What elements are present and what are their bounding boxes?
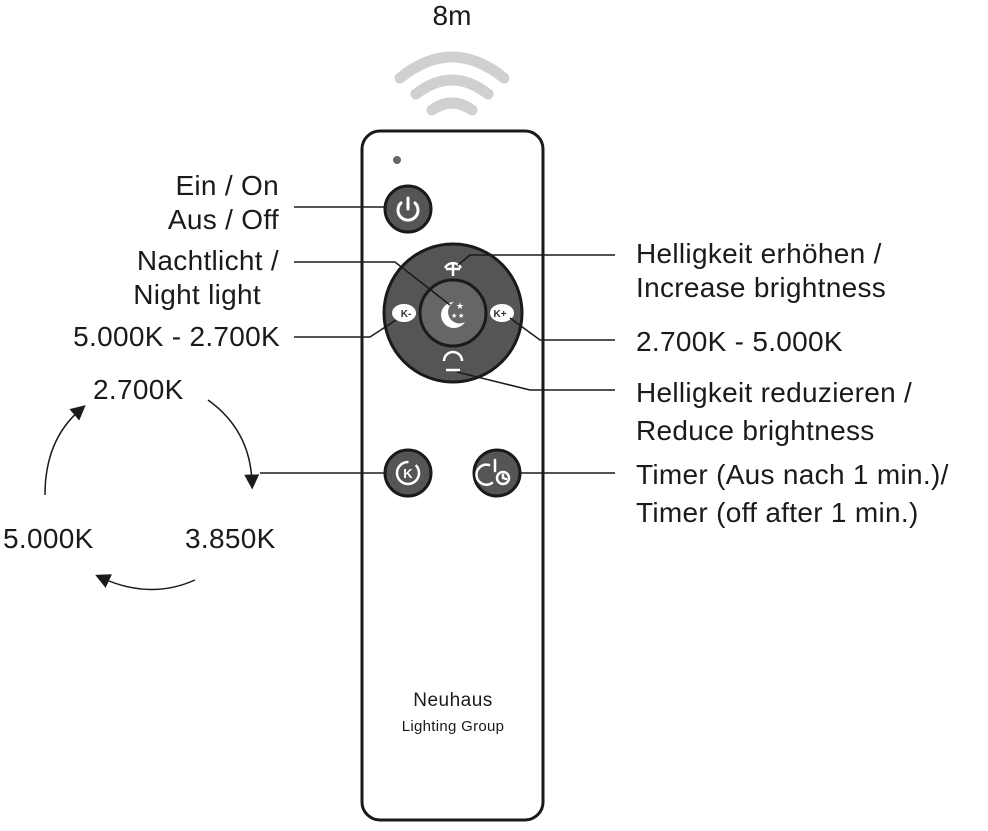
brightness-up-button[interactable]	[443, 261, 463, 276]
color-cycle-button[interactable]: K	[383, 448, 433, 498]
timer-icon	[475, 458, 511, 486]
moon-icon	[441, 302, 465, 328]
power-icon	[396, 196, 420, 222]
svg-text:K+: K+	[493, 309, 506, 320]
cycle-label-3850: 3.850K	[185, 523, 276, 554]
svg-text:★: ★	[456, 302, 464, 312]
color-temp-plus-button[interactable]: K+	[490, 304, 514, 322]
brightness-up-label-en: Increase brightness	[636, 272, 887, 303]
cycle-label-5000: 5.000K	[3, 523, 94, 554]
svg-text:★: ★	[458, 312, 464, 320]
timer-label-en: Timer (off after 1 min.)	[636, 497, 919, 528]
power-label-de: Ein / On	[175, 170, 279, 201]
indicator-led	[393, 156, 401, 164]
color-temp-minus-button[interactable]: K-	[392, 304, 416, 322]
leader-lines	[260, 206, 615, 474]
svg-text:★: ★	[451, 312, 457, 320]
temp-plus-label: 2.700K - 5.000K	[636, 326, 843, 357]
night-light-button[interactable]: ★ ★ ★	[441, 302, 465, 328]
brand-subtitle: Lighting Group	[401, 718, 505, 735]
timer-label-de: Timer (Aus nach 1 min.)/	[636, 459, 949, 490]
brightness-down-label-en: Reduce brightness	[636, 415, 875, 446]
power-button[interactable]	[383, 184, 433, 234]
cycle-arrows	[44, 399, 260, 591]
brightness-down-button[interactable]	[442, 350, 464, 372]
temp-minus-label: 5.000K - 2.700K	[73, 321, 280, 352]
power-label-en: Aus / Off	[167, 204, 279, 235]
svg-text:K: K	[403, 466, 413, 481]
range-label: 8m	[433, 0, 472, 31]
cycle-label-2700: 2.700K	[93, 374, 184, 405]
brand-name: Neuhaus	[413, 690, 493, 711]
control-dial	[382, 242, 524, 384]
brightness-up-label-de: Helligkeit erhöhen /	[636, 238, 882, 269]
night-light-label-en: Night light	[133, 279, 261, 310]
night-light-label-de: Nachtlicht /	[136, 245, 279, 276]
brightness-down-label-de: Helligkeit reduzieren /	[636, 377, 913, 408]
timer-button[interactable]	[472, 448, 522, 498]
signal-icon	[394, 51, 510, 116]
svg-text:K-: K-	[401, 309, 412, 320]
